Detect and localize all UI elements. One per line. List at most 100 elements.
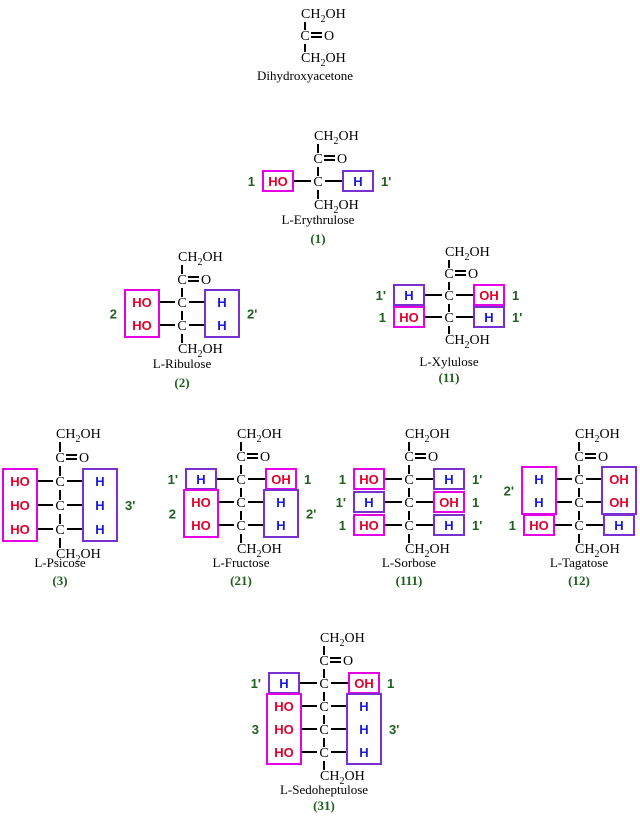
top-ch2oh: CH2OH — [178, 250, 223, 268]
molecule-number: (31) — [313, 798, 335, 813]
group-label-right: 3' — [389, 722, 399, 737]
position-label: 1 — [472, 495, 479, 510]
highlight-box — [433, 514, 465, 536]
highlight-box — [473, 284, 505, 306]
substituent-right: H — [359, 722, 368, 737]
bottom-ch2oh: CH2OH — [575, 542, 620, 560]
group-box-right — [82, 468, 118, 542]
molecule-name: L-Sorbose — [382, 555, 436, 570]
highlight-box — [353, 468, 385, 490]
substituent-left: H — [196, 472, 205, 487]
highlight-box — [393, 284, 425, 306]
stereo-carbon: C — [177, 296, 186, 311]
top-ch2oh: CH2OH — [237, 427, 282, 445]
substituent-left: H — [534, 495, 543, 510]
stereo-carbon: C — [574, 519, 583, 534]
bottom-ch2oh: CH2OH — [320, 769, 365, 787]
substituent-left: HO — [132, 318, 152, 333]
substituent-left: HO — [10, 498, 30, 513]
molecule-number: (2) — [174, 375, 189, 390]
stereo-carbon: C — [55, 523, 64, 538]
stereo-carbon: C — [444, 289, 453, 304]
substituent-right: OH — [609, 495, 629, 510]
bottom-ch2oh: CH2OH — [237, 542, 282, 560]
top-ch2oh: CH2OH — [445, 245, 490, 263]
stereo-carbon: C — [404, 496, 413, 511]
stereo-carbon: C — [404, 473, 413, 488]
substituent-right: OH — [609, 472, 629, 487]
substituent-left: HO — [529, 518, 549, 533]
group-label-right: 2' — [306, 507, 316, 522]
substituent-right: H — [217, 295, 226, 310]
molecule-name: L-Tagatose — [550, 555, 609, 570]
highlight-box — [473, 306, 505, 328]
position-label: 1' — [376, 288, 386, 303]
substituent-right: H — [276, 495, 285, 510]
highlight-box — [353, 491, 385, 513]
position-label: 1' — [512, 310, 522, 325]
group-box-right — [346, 693, 382, 765]
carbonyl-oxygen: O — [468, 267, 478, 282]
top-ch2oh: CH2OH — [575, 427, 620, 445]
position-label: 1 — [509, 518, 516, 533]
bottom-ch2oh: CH2OH — [178, 342, 223, 360]
substituent-right: H — [95, 474, 104, 489]
substituent-left: HO — [191, 518, 211, 533]
stereo-carbon: C — [313, 175, 322, 190]
stereo-carbon: C — [404, 519, 413, 534]
stereo-carbon: C — [236, 519, 245, 534]
substituent-right: H — [484, 310, 493, 325]
substituent-right: H — [614, 518, 623, 533]
carbonyl-carbon: C — [55, 451, 64, 466]
group-label-right: 3' — [125, 498, 135, 513]
carbonyl-oxygen: O — [324, 29, 334, 44]
molecule-name: L-Sedoheptulose — [280, 782, 368, 797]
substituent-left: HO — [10, 522, 30, 537]
bottom-ch2oh: CH2OH — [445, 333, 490, 351]
carbonyl-oxygen: O — [260, 450, 270, 465]
highlight-box — [433, 491, 465, 513]
carbonyl-carbon: C — [177, 273, 186, 288]
carbonyl-oxygen: O — [428, 450, 438, 465]
stereo-carbon: C — [236, 473, 245, 488]
top-ch2oh: CH2OH — [320, 631, 365, 649]
substituent-right: H — [359, 745, 368, 760]
position-label: 1 — [379, 310, 386, 325]
stereo-carbon: C — [319, 677, 328, 692]
molecule-name: L-Xylulose — [419, 354, 478, 369]
substituent-left: HO — [132, 295, 152, 310]
carbonyl-oxygen: O — [598, 450, 608, 465]
substituent-right: H — [444, 518, 453, 533]
group-label-left: 2 — [110, 307, 117, 322]
stereo-carbon: C — [177, 319, 186, 334]
bottom-ch2oh: CH2OH — [405, 542, 450, 560]
carbonyl-carbon: C — [319, 654, 328, 669]
carbonyl-carbon: C — [444, 267, 453, 282]
molecule-number: (12) — [568, 573, 590, 588]
molecule-number: (3) — [52, 573, 67, 588]
substituent-right: H — [353, 174, 362, 189]
carbonyl-oxygen: O — [337, 152, 347, 167]
carbonyl-carbon: C — [300, 29, 309, 44]
carbonyl-oxygen: O — [343, 654, 353, 669]
bottom-ch2oh: CH2OH — [56, 547, 101, 565]
top-ch2oh: CH2OH — [56, 427, 101, 445]
substituent-right: H — [359, 699, 368, 714]
group-box-left — [266, 693, 302, 765]
molecule-number: (11) — [439, 370, 460, 385]
substituent-left: H — [404, 288, 413, 303]
position-label: 1 — [339, 518, 346, 533]
group-box-right — [263, 489, 299, 538]
substituent-left: HO — [274, 745, 294, 760]
substituent-left: H — [364, 495, 373, 510]
position-label: 1 — [387, 676, 394, 691]
stereo-carbon: C — [574, 473, 583, 488]
carbonyl-carbon: C — [313, 152, 322, 167]
position-label: 1' — [168, 472, 178, 487]
